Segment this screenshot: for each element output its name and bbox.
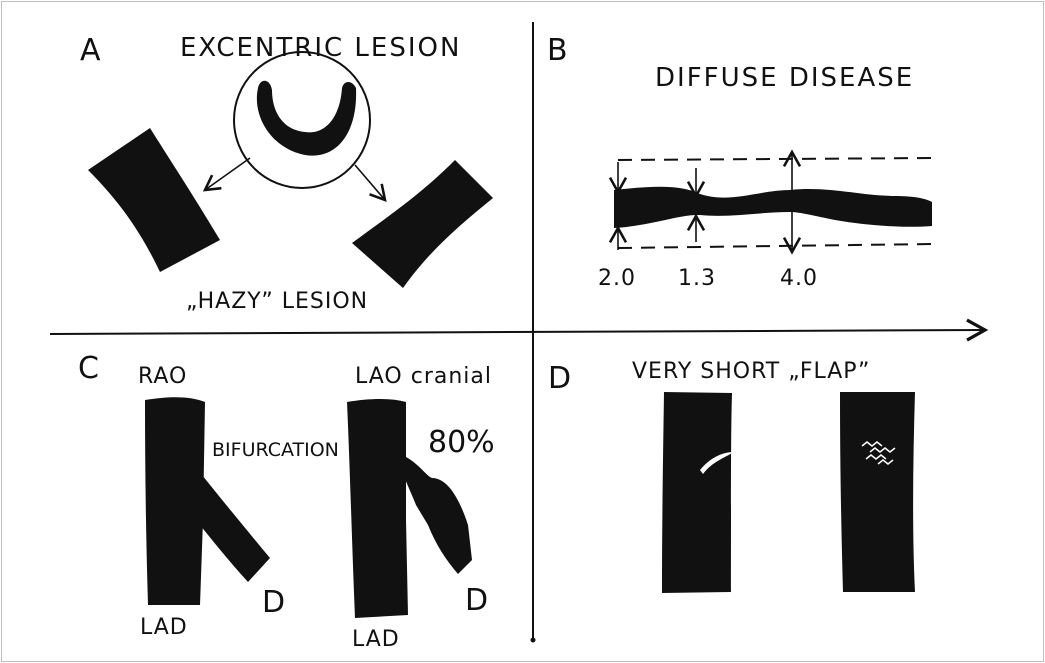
- panel-d-letter: D: [548, 361, 571, 396]
- panel-a-letter: A: [80, 33, 101, 68]
- flap-vessel-longitudinal: [662, 392, 732, 593]
- rao-diagonal-branch: [196, 470, 270, 582]
- reference-line-top: [617, 157, 936, 161]
- panel-a: A EXCENTRIC LESION „HAZY” LESION: [80, 33, 493, 314]
- panel-d: D VERY SHORT „FLAP”: [548, 359, 915, 593]
- panel-b-title: DIFFUSE DISEASE: [655, 63, 914, 93]
- rao-lad-vessel: [145, 397, 205, 605]
- lao-diagonal-label: D: [465, 583, 488, 618]
- lao-diagonal-branch: [402, 455, 472, 574]
- panel-a-title: EXCENTRIC LESION: [180, 33, 461, 63]
- measure-label-1: 2.0: [598, 266, 636, 291]
- hazy-vessel-left: [88, 128, 220, 272]
- measure-label-3: 4.0: [780, 266, 818, 291]
- panel-a-caption: „HAZY” LESION: [186, 289, 368, 314]
- arrow-right: [354, 164, 387, 203]
- panel-b-letter: B: [547, 33, 568, 68]
- reference-line-bottom: [617, 243, 936, 249]
- rao-lad-label: LAD: [140, 615, 188, 640]
- diffuse-vessel: [614, 186, 932, 228]
- view-lao-label: LAO cranial: [355, 364, 492, 389]
- lao-lad-label: LAD: [352, 627, 400, 652]
- flap-vessel-en-face: [840, 392, 915, 592]
- panel-c-letter: C: [78, 351, 99, 386]
- view-rao-label: RAO: [138, 364, 187, 389]
- horizontal-divider: [49, 318, 989, 342]
- eccentric-lumen: [256, 80, 357, 156]
- bifurcation-label: BIFURCATION: [212, 439, 339, 461]
- vessel-cross-section: [233, 51, 371, 189]
- measure-label-2: 1.3: [678, 266, 716, 291]
- arrow-left: [202, 157, 251, 192]
- stenosis-percent-label: 80%: [428, 425, 495, 460]
- flap-hazy-marks: [861, 441, 896, 465]
- panel-c: C RAO LAO cranial BIFURCATION LAD D 80% …: [78, 351, 495, 652]
- rao-diagonal-label: D: [262, 585, 285, 620]
- divider-end-dot: [530, 637, 536, 643]
- panel-d-title: VERY SHORT „FLAP”: [632, 359, 870, 384]
- hazy-vessel-right: [352, 160, 493, 288]
- lao-lad-vessel: [347, 399, 408, 618]
- flap-tear: [700, 452, 734, 474]
- panel-b: B DIFFUSE DISEASE 2.0 1.3 4.0: [547, 33, 936, 291]
